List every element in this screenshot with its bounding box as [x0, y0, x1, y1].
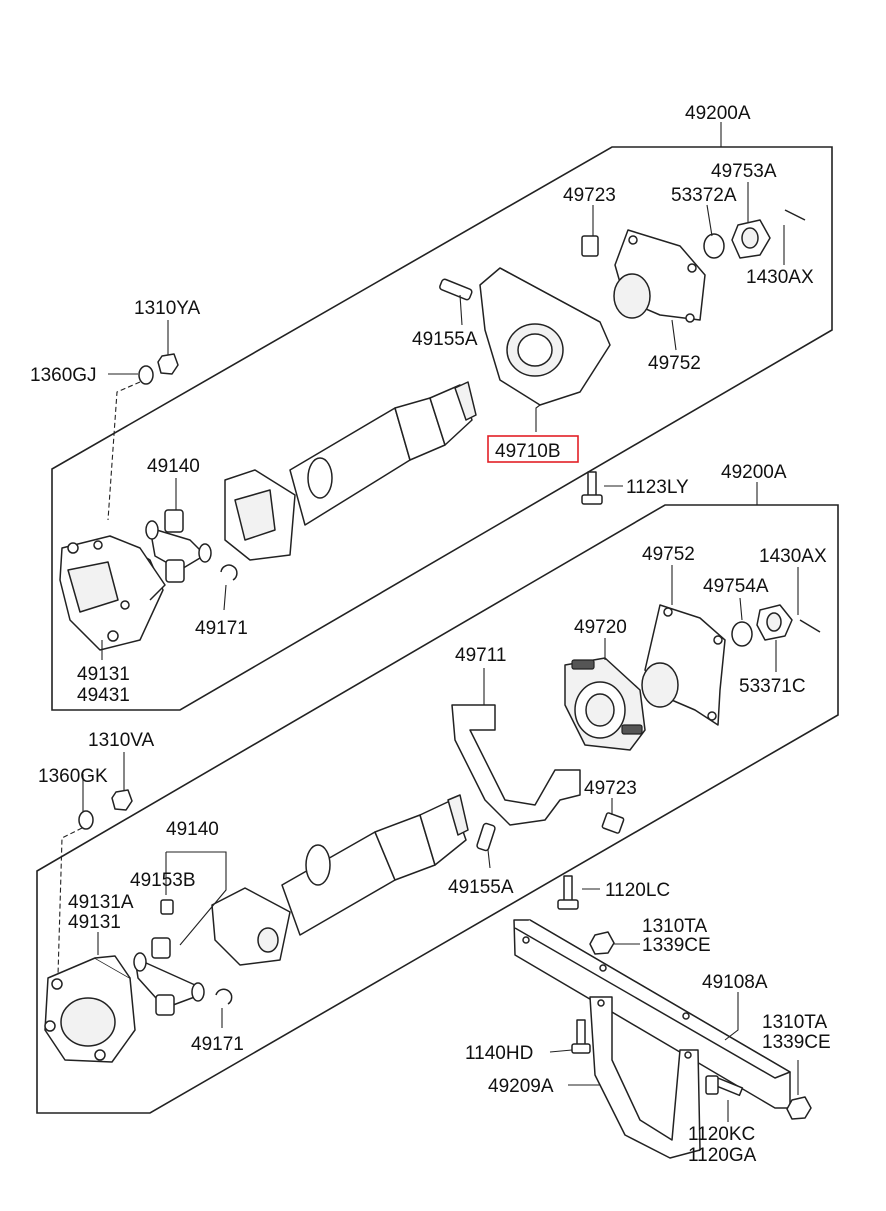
label-49131-top: 49131	[77, 664, 130, 685]
flange-yoke-lower	[44, 955, 136, 1063]
flange-yoke-upper	[59, 535, 166, 651]
companion-flange-upper	[613, 229, 706, 323]
nut-lower	[601, 812, 625, 834]
label-1360gk: 1360GK	[38, 766, 108, 787]
universal-joint-lower	[133, 937, 205, 1016]
lower-assembly-frame	[36, 504, 839, 1114]
washer-lower	[731, 621, 753, 647]
label-1430ax-top: 1430AX	[746, 267, 814, 288]
label-1310va: 1310VA	[88, 730, 155, 751]
label-49140-bottom: 49140	[166, 819, 219, 840]
label-49431: 49431	[77, 685, 130, 706]
label-49155a-bottom: 49155A	[448, 877, 514, 898]
label-1339ce-2: 1339CE	[762, 1032, 831, 1053]
label-49711: 49711	[455, 645, 506, 666]
snap-ring-upper	[220, 564, 238, 581]
leader-lines	[82, 122, 799, 1122]
split-pin-lower	[799, 619, 821, 633]
snap-ring-lower	[215, 988, 233, 1005]
label-49131-bottom: 49131	[68, 912, 121, 933]
label-49720: 49720	[574, 617, 627, 638]
highlight-box-49710b	[487, 435, 579, 463]
companion-flange-lower	[641, 604, 726, 726]
upper-assembly-frame	[51, 146, 833, 711]
washer-upper	[703, 233, 725, 259]
center-bearing-lower	[564, 657, 646, 751]
castle-nut-lower	[756, 604, 793, 641]
label-1123ly: 1123LY	[626, 477, 689, 498]
driveshaft-upper	[224, 381, 477, 561]
label-1120lc: 1120LC	[605, 880, 670, 901]
stud-bolt-upper	[439, 278, 473, 301]
grease-nipple-49153b	[160, 899, 174, 915]
bolt-path-lower	[57, 827, 83, 976]
label-1360gj: 1360GJ	[30, 365, 97, 386]
label-1140hd: 1140HD	[465, 1043, 533, 1064]
bolt-1123ly	[581, 471, 603, 505]
label-49752-top: 49752	[648, 353, 701, 374]
washer-1360gj	[138, 365, 154, 385]
nut-1310ya	[157, 353, 179, 375]
nut-1310va	[111, 789, 133, 811]
nut-upper	[581, 235, 599, 257]
hanger-strap-49209a	[589, 996, 701, 1159]
label-49153b: 49153B	[130, 870, 196, 891]
driveshaft-lower	[211, 794, 469, 966]
washer-1360gk	[78, 810, 94, 830]
bearing-bracket-49711	[451, 704, 581, 826]
label-1120kc: 1120KC	[688, 1124, 755, 1145]
label-53371c: 53371C	[739, 676, 806, 697]
label-49200a-bottom: 49200A	[721, 462, 787, 483]
label-49753a: 49753A	[711, 161, 777, 182]
label-49171-top: 49171	[195, 618, 248, 639]
label-49155a-top: 49155A	[412, 329, 478, 350]
label-1339ce-1: 1339CE	[642, 935, 711, 956]
lock-nut-upper	[731, 219, 771, 259]
split-pin-upper	[784, 209, 806, 221]
label-49209a: 49209A	[488, 1076, 554, 1097]
label-1310ya: 1310YA	[134, 298, 201, 319]
label-49108a: 49108A	[702, 972, 768, 993]
bolt-1120kc	[705, 1075, 744, 1097]
bolt-1120lc	[557, 875, 579, 910]
label-49140-top: 49140	[147, 456, 200, 477]
label-53372a: 53372A	[671, 185, 737, 206]
label-49752-bottom: 49752	[642, 544, 695, 565]
label-49200a-top: 49200A	[685, 103, 751, 124]
label-49754a: 49754A	[703, 576, 769, 597]
label-49723-top: 49723	[563, 185, 616, 206]
universal-joint-upper	[145, 509, 212, 583]
nut-1310ta-upper	[589, 931, 615, 955]
label-49171-bottom: 49171	[191, 1034, 244, 1055]
label-49723-bottom: 49723	[584, 778, 637, 799]
center-bearing-upper	[479, 267, 611, 406]
label-1310ta-1: 1310TA	[642, 916, 707, 937]
stud-bolt-lower	[476, 822, 496, 852]
label-49710b[interactable]: 49710B	[495, 441, 561, 462]
label-49131a: 49131A	[68, 892, 134, 913]
label-1310ta-2: 1310TA	[762, 1012, 827, 1033]
nut-1310ta-lower	[786, 1096, 812, 1120]
crossmember-49108a	[513, 919, 791, 1109]
bolt-path-upper	[107, 381, 141, 521]
bolt-1140hd	[571, 1019, 591, 1054]
label-1120ga: 1120GA	[688, 1145, 757, 1166]
label-1430ax-bottom: 1430AX	[759, 546, 827, 567]
